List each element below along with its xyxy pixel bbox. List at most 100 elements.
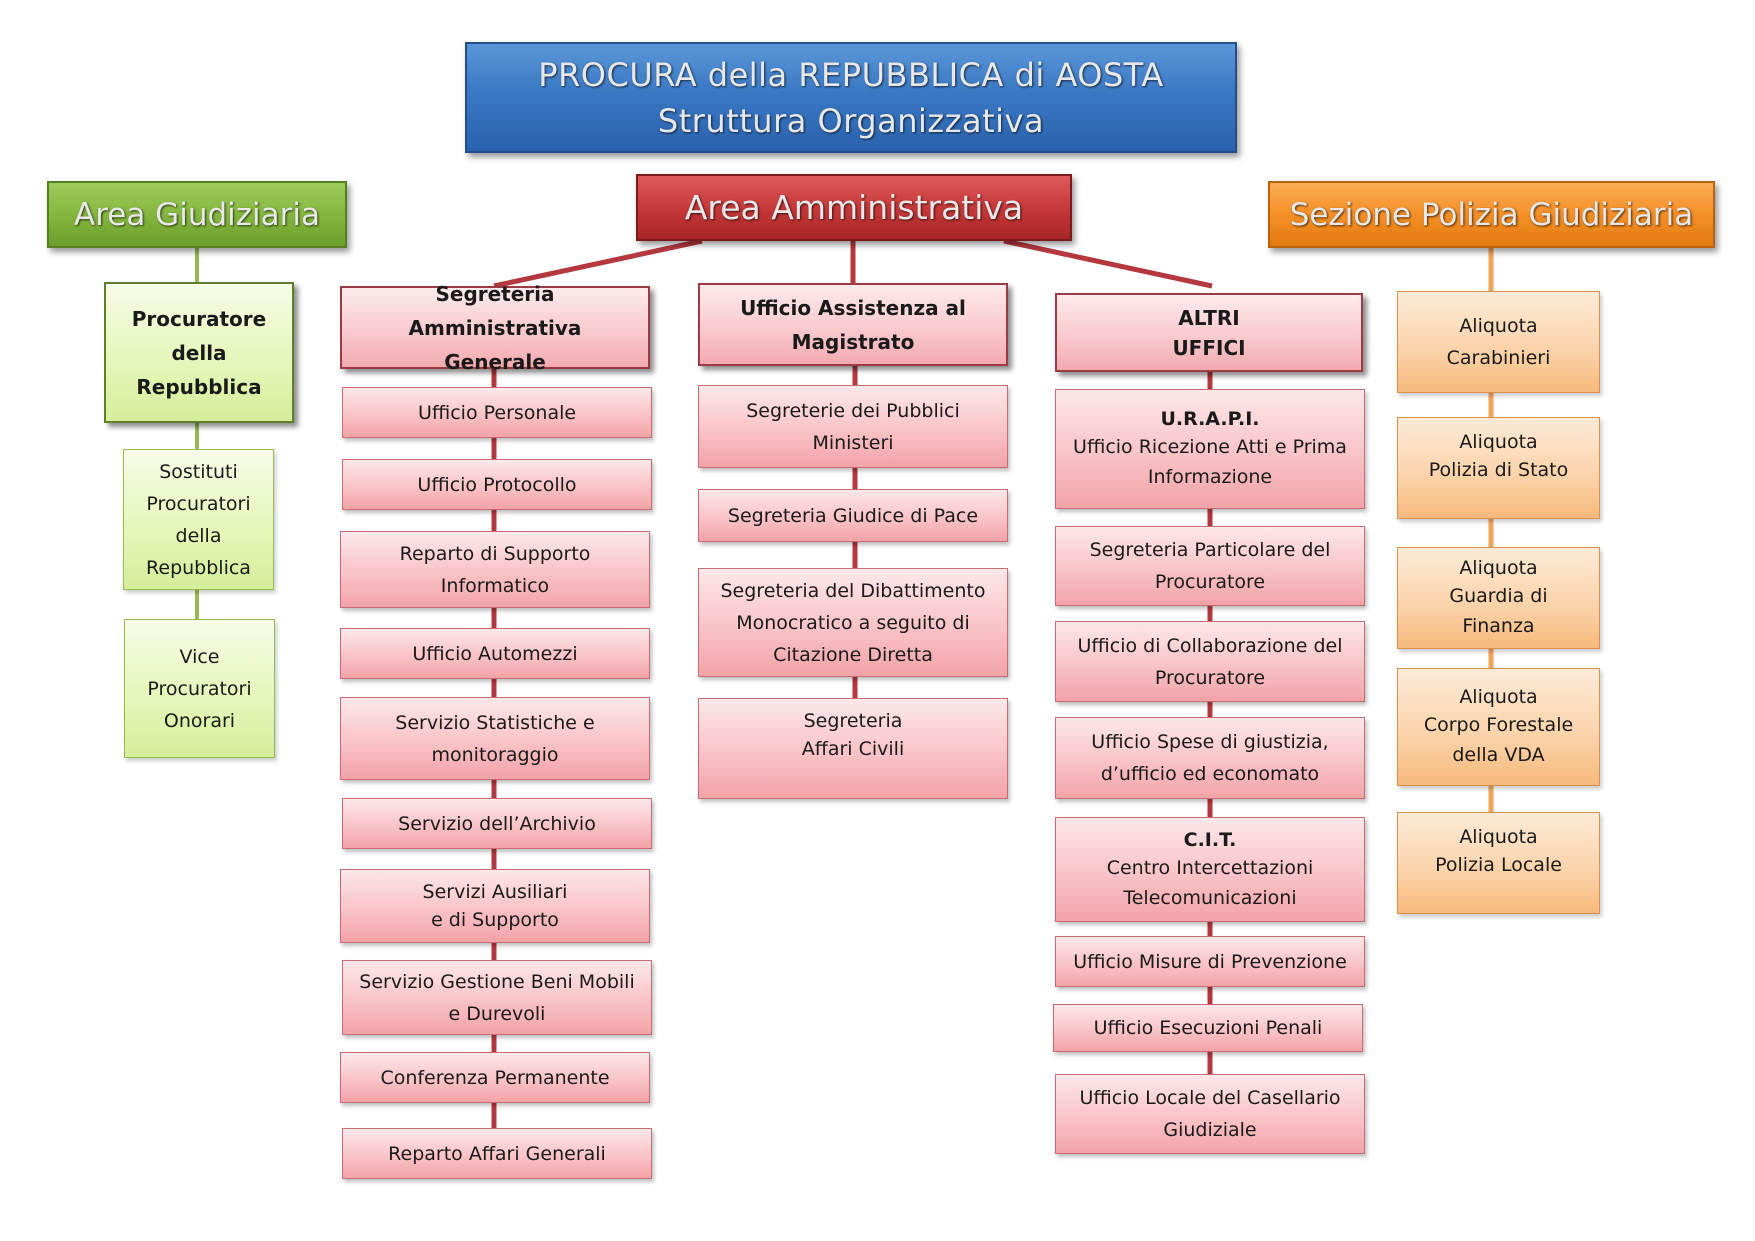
box-line: Telecomunicazioni <box>1123 886 1297 909</box>
box-line: Segreteria <box>803 710 903 732</box>
box-line: Onorari <box>163 709 236 732</box>
aliquota-polizia-locale-box: Aliquota Polizia Locale <box>1397 812 1600 914</box>
box-line: Vice <box>179 645 220 668</box>
box-line: Aliquota <box>1459 686 1538 708</box>
sezione-polizia-label: Sezione Polizia Giudiziaria <box>1289 196 1694 233</box>
ufficio-personale-box: Ufficio Personale <box>342 387 652 438</box>
box-line: Ufficio Protocollo <box>417 473 577 496</box>
reparto-affari-generali-box: Reparto Affari Generali <box>342 1128 652 1179</box>
box-line: Procuratore <box>131 306 267 331</box>
box-line: della VDA <box>1452 744 1545 766</box>
box-line: Repubblica <box>136 374 262 399</box>
vice-procuratori-box: Vice Procuratori Onorari <box>124 619 275 758</box>
box-line: Segreterie dei Pubblici <box>746 399 960 422</box>
box-line: Servizio Statistiche e <box>395 711 595 734</box>
box-line: Affari Civili <box>801 738 905 760</box>
box-line: Generale <box>444 349 546 374</box>
servizio-archivio-box: Servizio dell’Archivio <box>342 798 652 849</box>
box-line: monitoraggio <box>431 743 559 766</box>
box-line: Aliquota <box>1459 826 1538 848</box>
urapi-box: U.R.A.P.I. Ufficio Ricezione Atti e Prim… <box>1055 389 1365 509</box>
cit-acronym: C.I.T. <box>1183 828 1237 851</box>
box-line: Servizi Ausiliari <box>422 881 568 903</box>
urapi-acronym: U.R.A.P.I. <box>1160 408 1260 430</box>
ufficio-protocollo-box: Ufficio Protocollo <box>342 459 652 510</box>
box-line: Segreteria Particolare del <box>1089 539 1331 561</box>
ufficio-esecuzioni-penali-box: Ufficio Esecuzioni Penali <box>1053 1004 1363 1052</box>
box-line: della <box>175 524 222 547</box>
box-line: Procuratori <box>147 677 252 700</box>
box-line: Segreteria del Dibattimento <box>720 579 986 602</box>
procuratore-box: Procuratore della Repubblica <box>104 282 294 423</box>
segreteria-affari-civili-box: Segreteria Affari Civili <box>698 698 1008 799</box>
box-line: Procuratori <box>146 492 251 515</box>
box-line: Centro Intercettazioni <box>1106 856 1314 879</box>
box-line: Ufficio Assistenza al <box>740 295 966 320</box>
cit-box: C.I.T. Centro Intercettazioni Telecomuni… <box>1055 817 1365 922</box>
box-line: Aliquota <box>1459 431 1538 453</box>
box-line: Ufficio Esecuzioni Penali <box>1093 1017 1323 1039</box>
reparto-supporto-informatico-box: Reparto di Supporto Informatico <box>340 531 650 608</box>
servizi-ausiliari-box: Servizi Ausiliari e di Supporto <box>340 869 650 943</box>
segreteria-giudice-pace-box: Segreteria Giudice di Pace <box>698 489 1008 542</box>
aliquota-carabinieri-box: Aliquota Carabinieri <box>1397 291 1600 393</box>
servizio-statistiche-box: Servizio Statistiche e monitoraggio <box>340 697 650 780</box>
box-line: e Durevoli <box>448 1002 546 1025</box>
box-line: Reparto Affari Generali <box>388 1142 606 1165</box>
area-giudiziaria-header: Area Giudiziaria <box>47 181 347 248</box>
box-line: Magistrato <box>791 329 915 354</box>
segreteria-dibattimento-box: Segreteria del Dibattimento Monocratico … <box>698 568 1008 677</box>
box-line: ALTRI <box>1178 305 1240 330</box>
box-line: d’ufficio ed economato <box>1100 763 1320 785</box>
box-line: Ufficio Misure di Prevenzione <box>1073 950 1347 973</box>
title-line-1: PROCURA della REPUBBLICA di AOSTA <box>538 55 1164 94</box>
box-line: Conferenza Permanente <box>380 1066 610 1089</box>
sezione-polizia-header: Sezione Polizia Giudiziaria <box>1268 181 1715 248</box>
box-line: Servizio dell’Archivio <box>398 812 596 835</box>
ufficio-misure-prevenzione-box: Ufficio Misure di Prevenzione <box>1055 936 1365 987</box>
box-line: Procuratore <box>1154 666 1266 689</box>
ufficio-assistenza-magistrato-box: Ufficio Assistenza al Magistrato <box>698 283 1008 366</box>
box-line: Polizia Locale <box>1435 854 1562 876</box>
area-amministrativa-label: Area Amministrativa <box>684 188 1024 227</box>
ufficio-automezzi-box: Ufficio Automezzi <box>340 628 650 679</box>
box-line: Ministeri <box>812 431 894 454</box>
aliquota-corpo-forestale-box: Aliquota Corpo Forestale della VDA <box>1397 668 1600 786</box>
box-line: Guardia di <box>1449 585 1548 607</box>
page-title: PROCURA della REPUBBLICA di AOSTA Strutt… <box>465 42 1237 153</box>
altri-uffici-box: ALTRI UFFICI <box>1055 293 1363 372</box>
box-line: Segreteria Amministrativa <box>408 281 582 340</box>
box-line: Informazione <box>1147 466 1273 488</box>
title-line-2: Struttura Organizzativa <box>657 101 1045 140</box>
servizio-gestione-beni-box: Servizio Gestione Beni Mobili e Durevoli <box>342 960 652 1035</box>
segreterie-pubblici-ministeri-box: Segreterie dei Pubblici Ministeri <box>698 385 1008 468</box>
box-line: Aliquota <box>1459 315 1538 337</box>
box-line: Citazione Diretta <box>773 643 933 666</box>
box-line: Procuratore <box>1154 571 1266 593</box>
box-line: Sostituti <box>159 460 238 483</box>
sostituti-procuratori-box: Sostituti Procuratori della Repubblica <box>123 449 274 590</box>
box-line: Ufficio Locale del Casellario <box>1079 1087 1341 1109</box>
box-line: Repubblica <box>146 556 251 579</box>
segreteria-amministrativa-box: Segreteria Amministrativa Generale <box>340 282 650 374</box>
conferenza-permanente-box: Conferenza Permanente <box>340 1052 650 1103</box>
ufficio-spese-giustizia-box: Ufficio Spese di giustizia, d’ufficio ed… <box>1055 717 1365 799</box>
box-line: UFFICI <box>1172 335 1246 360</box>
box-line: Informatico <box>440 574 550 597</box>
aliquota-polizia-stato-box: Aliquota Polizia di Stato <box>1397 417 1600 519</box>
aliquota-guardia-finanza-box: Aliquota Guardia di Finanza <box>1397 547 1600 649</box>
box-line: Polizia di Stato <box>1428 459 1569 481</box>
box-line: Ufficio Personale <box>417 401 577 424</box>
box-line: Ufficio Automezzi <box>412 642 578 665</box>
ufficio-collaborazione-box: Ufficio di Collaborazione del Procurator… <box>1055 621 1365 702</box>
box-line: Finanza <box>1462 615 1535 637</box>
segreteria-particolare-box: Segreteria Particolare del Procuratore <box>1055 526 1365 606</box>
box-line: Reparto di Supporto <box>399 542 591 565</box>
box-line: Segreteria Giudice di Pace <box>727 504 979 527</box>
box-line: Ufficio Spese di giustizia, <box>1091 731 1329 753</box>
connector-line <box>493 238 703 289</box>
box-line: Corpo Forestale <box>1423 714 1574 736</box>
box-line: Carabinieri <box>1446 347 1551 369</box>
box-line: e di Supporto <box>431 909 559 931</box>
box-line: Aliquota <box>1459 557 1538 579</box>
